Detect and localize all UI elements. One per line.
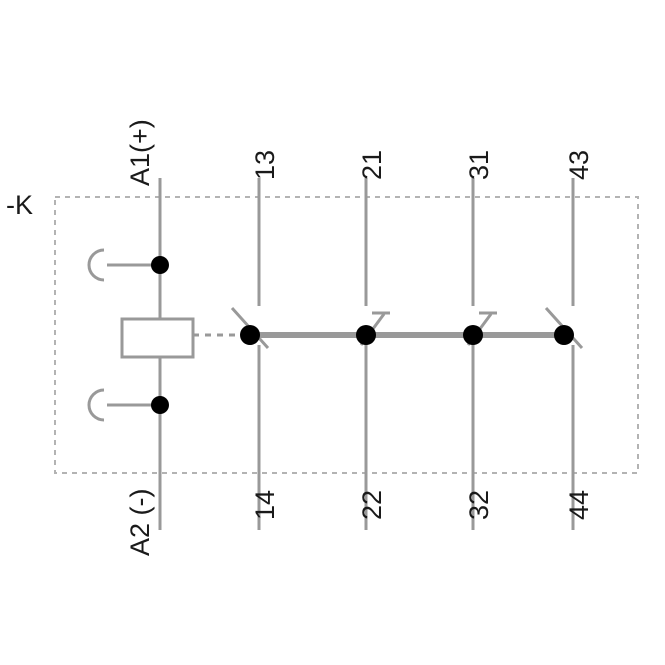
terminal-arc-icon-a2 xyxy=(87,388,105,422)
junction-node-a1 xyxy=(151,256,169,274)
contact-pivot-node-21-22 xyxy=(356,325,376,345)
device-designation-label: -K xyxy=(6,190,33,220)
coil-terminal-label-a1: A1(+) xyxy=(125,119,155,186)
contact-terminal-label-43: 43 xyxy=(564,149,594,180)
contact-terminal-label-13: 13 xyxy=(250,149,280,180)
contact-terminal-label-31: 31 xyxy=(464,149,494,180)
contact-pivot-node-43-44 xyxy=(554,325,574,345)
contact-terminal-label-32: 32 xyxy=(464,489,494,520)
coil-terminal-label-a2: A2 (-) xyxy=(125,488,155,557)
terminal-arc-icon-a1 xyxy=(87,248,105,282)
contact-terminal-label-22: 22 xyxy=(357,489,387,520)
junction-node-a2 xyxy=(151,396,169,414)
contact-terminal-label-21: 21 xyxy=(357,149,387,180)
contact-pivot-node-31-32 xyxy=(463,325,483,345)
coil-body-rectangle xyxy=(120,317,195,359)
device-boundary-dashed-box xyxy=(54,196,639,474)
contact-terminal-label-44: 44 xyxy=(564,489,594,520)
contact-terminal-label-14: 14 xyxy=(250,489,280,520)
contact-pivot-node-13-14 xyxy=(240,325,260,345)
